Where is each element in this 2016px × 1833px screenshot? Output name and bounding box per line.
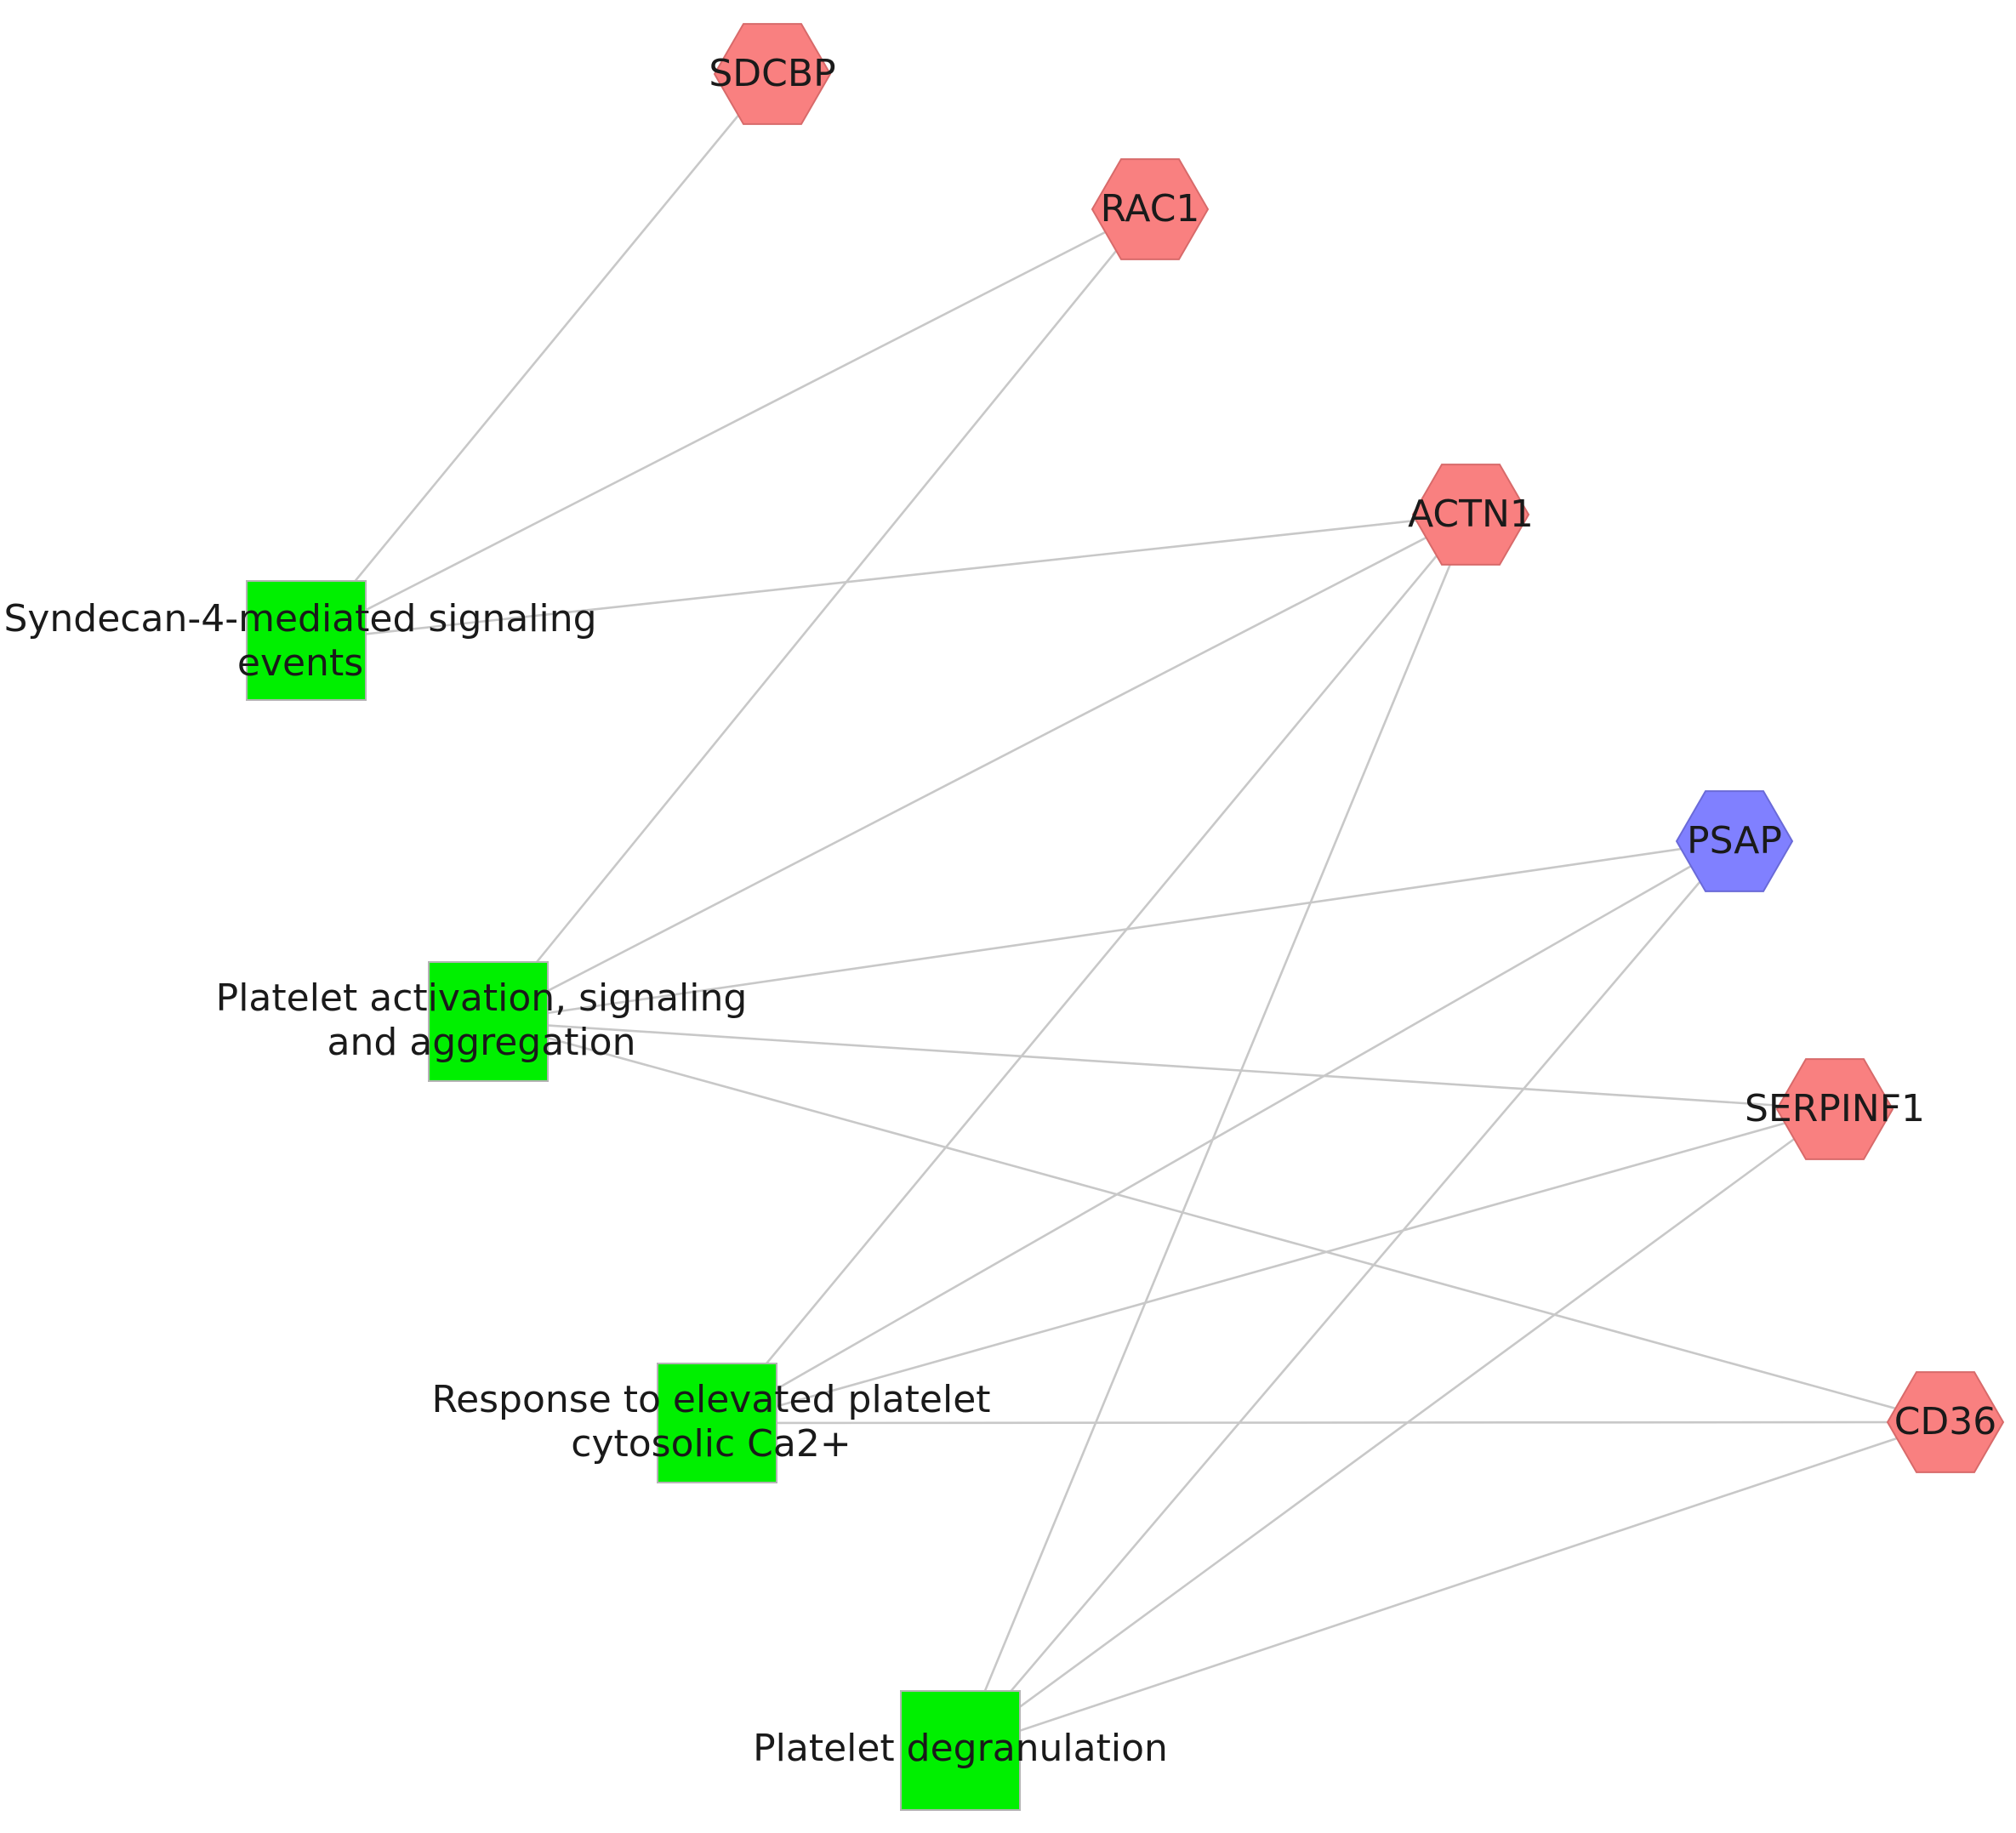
pathway-label-line: Platelet degranulation (753, 1727, 1168, 1770)
gene-node-cd36[interactable] (1886, 1371, 2005, 1473)
edge-platelet_activation-SERPINF1 (487, 1020, 1836, 1111)
edge-calcium-SERPINF1 (716, 1107, 1836, 1425)
gene-label-sdcbp: SDCBP (709, 52, 835, 95)
edge-layer (305, 73, 1946, 1752)
gene-node-psap[interactable] (1675, 790, 1794, 892)
pathway-node-syndecan[interactable] (246, 580, 367, 701)
edge-syndecan-ACTN1 (305, 513, 1472, 642)
pathway-label-line: events (237, 641, 363, 685)
edge-syndecan-RAC1 (305, 208, 1151, 642)
pathway-node-calcium[interactable] (657, 1363, 777, 1483)
edge-degranulation-ACTN1 (959, 514, 1472, 1751)
pathway-node-platelet_activation[interactable] (428, 961, 549, 1082)
pathway-label-line: cytosolic Ca2+ (571, 1422, 851, 1466)
gene-node-serpinf1[interactable] (1775, 1058, 1894, 1160)
pathway-node-degranulation[interactable] (900, 1690, 1021, 1811)
edge-calcium-PSAP (716, 840, 1735, 1425)
edge-platelet_activation-CD36 (487, 1020, 1946, 1424)
gene-label-cd36: CD36 (1894, 1400, 1997, 1443)
edge-platelet_activation-PSAP (487, 840, 1735, 1023)
edge-degranulation-PSAP (960, 840, 1735, 1751)
edge-calcium-ACTN1 (715, 514, 1472, 1424)
pathway-label-line: Platelet activation, signaling (216, 976, 748, 1020)
gene-node-actn1[interactable] (1411, 464, 1530, 566)
gene-node-sdcbp[interactable] (713, 23, 832, 125)
pathway-label-line: Syndecan-4-mediated signaling (3, 597, 596, 640)
edge-degranulation-SERPINF1 (960, 1107, 1836, 1752)
edge-syndecan-SDCBP (305, 73, 774, 641)
gene-label-rac1: RAC1 (1101, 187, 1200, 231)
edge-platelet_activation-ACTN1 (487, 513, 1472, 1023)
edge-degranulation-CD36 (960, 1420, 1946, 1752)
edge-calcium-CD36 (716, 1420, 1946, 1425)
pathway-label-line: Response to elevated platelet (431, 1378, 990, 1421)
pathway-label-line: and aggregation (327, 1021, 636, 1064)
gene-node-rac1[interactable] (1091, 158, 1210, 260)
gene-label-psap: PSAP (1687, 819, 1782, 862)
pathway-label-degranulation: Platelet degranulation (753, 1727, 1168, 1770)
gene-label-serpinf1: SERPINF1 (1745, 1087, 1925, 1130)
node-layer (246, 23, 2005, 1811)
edge-platelet_activation-RAC1 (487, 208, 1152, 1022)
gene-label-actn1: ACTN1 (1408, 492, 1534, 536)
